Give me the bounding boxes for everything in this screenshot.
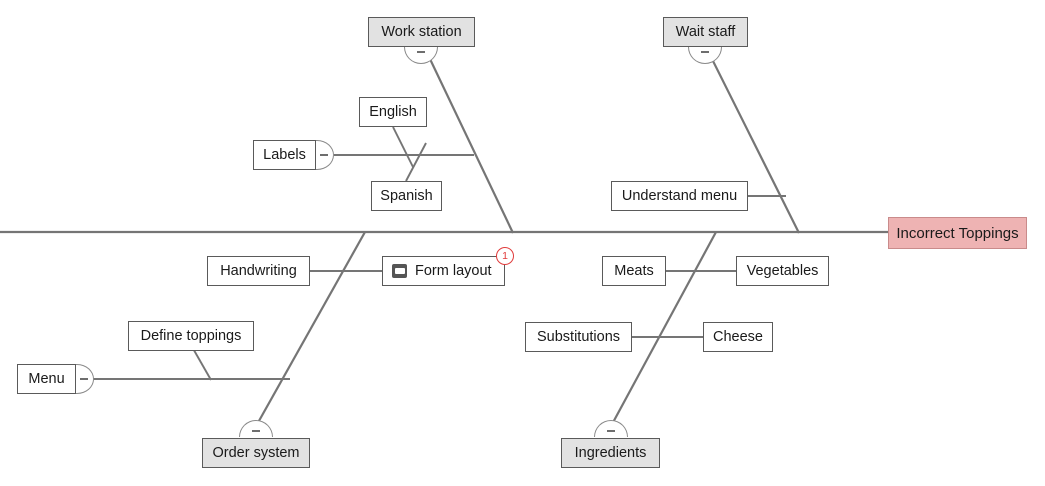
bone-ingredients [609, 231, 717, 429]
cause-label-understand-menu: Understand menu [621, 187, 738, 204]
cause-node-cheese[interactable]: Cheese [703, 322, 773, 352]
cause-node-english[interactable]: English [359, 97, 427, 127]
note-icon [392, 264, 407, 278]
effect-label: Incorrect Toppings [896, 224, 1019, 242]
cause-node-understand-menu[interactable]: Understand menu [611, 181, 748, 211]
cause-node-labels[interactable]: Labels [253, 140, 316, 170]
category-node-work-station[interactable]: Work station [368, 17, 475, 47]
category-node-order-system[interactable]: Order system [202, 438, 310, 468]
cause-node-menu[interactable]: Menu [17, 364, 76, 394]
cause-label-form-layout: Form layout [415, 262, 492, 279]
minus-icon [80, 378, 88, 380]
cause-node-vegetables[interactable]: Vegetables [736, 256, 829, 286]
category-label-ingredients: Ingredients [574, 444, 647, 461]
cause-node-meats[interactable]: Meats [602, 256, 666, 286]
collapse-handle-order-system[interactable] [239, 420, 273, 438]
cause-node-substitutions[interactable]: Substitutions [525, 322, 632, 352]
minus-icon [701, 51, 709, 53]
minus-icon [252, 430, 260, 432]
collapse-handle-labels[interactable] [316, 140, 334, 170]
collapse-handle-wait-staff[interactable] [688, 47, 722, 65]
category-node-ingredients[interactable]: Ingredients [561, 438, 660, 468]
badge-count: 1 [502, 249, 508, 262]
category-node-wait-staff[interactable]: Wait staff [663, 17, 748, 47]
bone-wait-staff [711, 58, 800, 234]
link-spanish [405, 142, 427, 182]
cause-label-meats: Meats [614, 262, 654, 279]
cause-label-english: English [369, 103, 417, 120]
collapse-handle-ingredients[interactable] [594, 420, 628, 438]
category-label-wait-staff: Wait staff [675, 23, 736, 40]
category-label-order-system: Order system [212, 444, 300, 461]
effect-node-incorrect-toppings[interactable]: Incorrect Toppings [888, 217, 1027, 249]
cause-node-spanish[interactable]: Spanish [371, 181, 442, 211]
bone-work-station [429, 58, 514, 234]
cause-label-substitutions: Substitutions [536, 328, 621, 345]
cause-label-handwriting: Handwriting [220, 262, 297, 279]
cause-label-menu: Menu [28, 370, 65, 387]
cause-label-define-toppings: Define toppings [140, 327, 242, 344]
cause-label-vegetables: Vegetables [746, 262, 819, 279]
comment-count-badge[interactable]: 1 [496, 247, 514, 265]
minus-icon [607, 430, 615, 432]
collapse-handle-work-station[interactable] [404, 47, 438, 65]
cause-node-form-layout[interactable]: Form layout [382, 256, 505, 286]
cause-label-spanish: Spanish [380, 187, 433, 204]
category-label-work-station: Work station [381, 23, 462, 40]
cause-node-define-toppings[interactable]: Define toppings [128, 321, 254, 351]
cause-node-handwriting[interactable]: Handwriting [207, 256, 310, 286]
link-english [392, 126, 414, 168]
minus-icon [320, 154, 328, 156]
cause-label-labels: Labels [263, 146, 306, 163]
bone-order-system [254, 231, 366, 429]
minus-icon [417, 51, 425, 53]
collapse-handle-menu[interactable] [76, 364, 94, 394]
cause-label-cheese: Cheese [713, 328, 763, 345]
